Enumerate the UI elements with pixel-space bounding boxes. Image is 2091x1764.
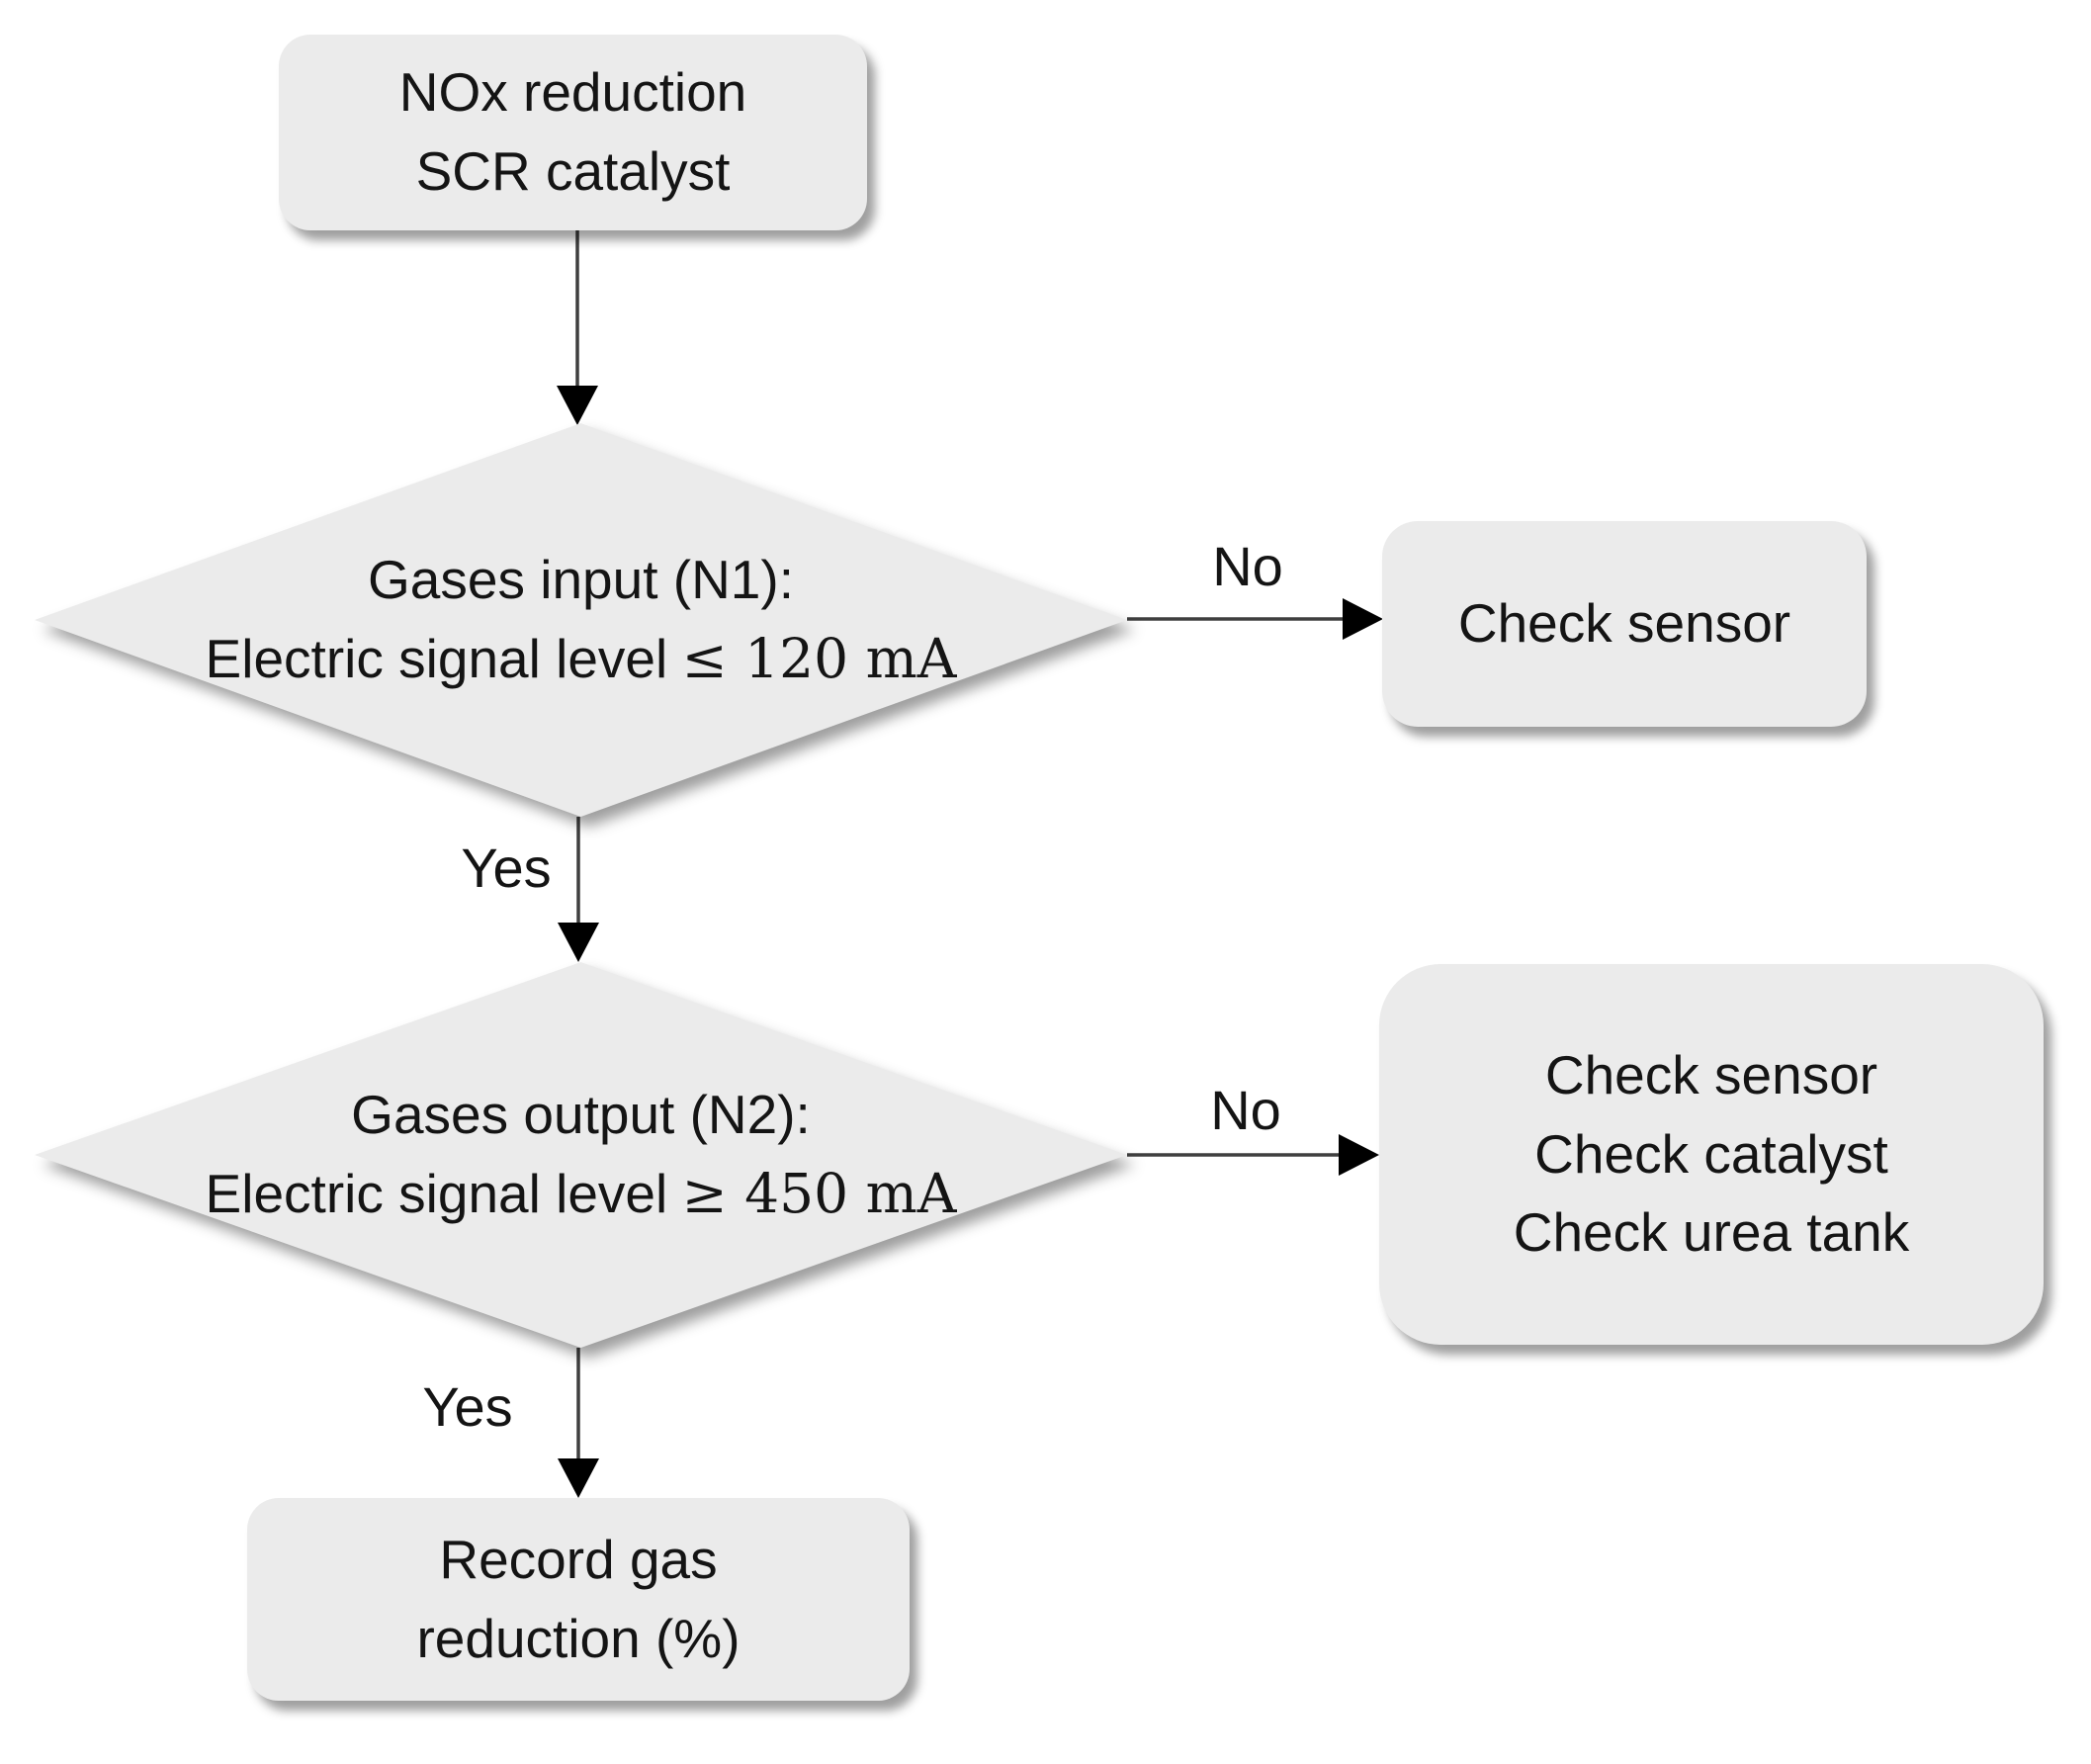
condition-threshold: ≤ 120 mA <box>681 627 957 690</box>
decision-text: Gases input (N1): Electric signal level≤… <box>35 423 1127 817</box>
condition-text: Electric signal level <box>205 628 668 689</box>
decision-gases-output: Gases output (N2): Electric signal level… <box>35 962 1127 1348</box>
edge-label-yes-input: Yes <box>461 836 552 899</box>
condition-text: Electric signal level <box>205 1163 668 1224</box>
node-text-line: Electric signal level≥ 450 mA <box>206 1155 957 1234</box>
edge-label-yes-output: Yes <box>422 1374 513 1438</box>
process-check-list: Check sensor Check catalyst Check urea t… <box>1379 964 2044 1345</box>
arrow-output-decision-to-record <box>558 1348 599 1498</box>
node-text-line: Check sensor <box>1544 1043 1878 1105</box>
decision-text: Gases output (N2): Electric signal level… <box>35 962 1127 1348</box>
edge-label-no-input: No <box>1212 534 1283 597</box>
node-text-line: SCR catalyst <box>415 140 731 202</box>
condition-threshold: ≥ 450 mA <box>681 1162 957 1225</box>
node-text-line: Gases output (N2): <box>351 1084 811 1146</box>
node-text-line: reduction (%) <box>416 1607 741 1669</box>
node-text-line: Gases input (N1): <box>367 549 794 611</box>
decision-gases-input: Gases input (N1): Electric signal level≤… <box>35 423 1127 817</box>
process-record-gas-reduction: Record gas reduction (%) <box>247 1498 910 1701</box>
node-text-line: NOx reduction <box>398 61 747 124</box>
start-node-nox-reduction: NOx reduction SCR catalyst <box>279 35 867 230</box>
node-text-line: Check urea tank <box>1513 1201 1910 1264</box>
node-text-line: Electric signal level≤ 120 mA <box>206 620 957 699</box>
edge-label-no-output: No <box>1210 1078 1281 1141</box>
process-check-sensor: Check sensor <box>1382 521 1867 727</box>
node-text-line: Check sensor <box>1457 592 1791 655</box>
arrow-start-to-input-decision <box>557 230 598 425</box>
node-text-line: Record gas <box>439 1528 718 1590</box>
node-text-line: Check catalyst <box>1534 1122 1888 1185</box>
